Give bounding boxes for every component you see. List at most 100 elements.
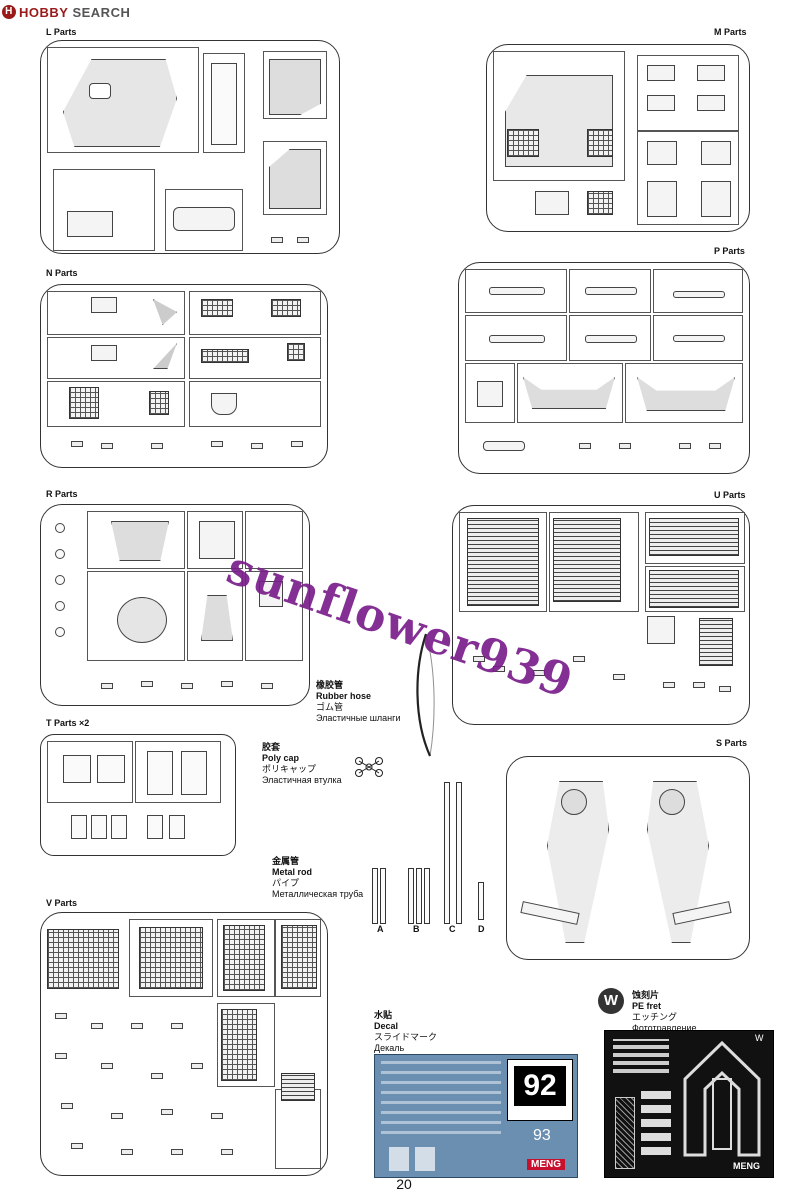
p-arm (673, 335, 725, 342)
rubber-hose-ja: ゴム管 (316, 702, 344, 712)
v-deck-grille (223, 925, 265, 991)
metal-rod-a (380, 868, 386, 924)
v-cell (275, 1089, 321, 1169)
rubber-hose-label: 橡胶管 Rubber hose ゴム管 Эластичные шланги (316, 680, 400, 724)
t-plate (111, 815, 127, 839)
p-box (477, 381, 503, 407)
v-small-part (121, 1149, 133, 1155)
u-small-part (473, 656, 485, 662)
u-grille (649, 518, 739, 556)
m-box (701, 181, 731, 217)
decal-markings (381, 1061, 501, 1141)
v-deck-grille (139, 927, 203, 989)
hobbysearch-logo: H HOBBY SEARCH (2, 4, 130, 20)
t-plate (181, 751, 207, 795)
l-small-part (271, 237, 283, 243)
m-grille (587, 191, 613, 215)
pe-strips (613, 1039, 669, 1073)
n-grille (69, 387, 99, 419)
m-bracket (647, 65, 675, 81)
t-plate (97, 755, 125, 783)
u-parts-title: U Parts (714, 490, 746, 500)
l-parts-sprue (40, 40, 340, 254)
rod-label-a: A (377, 924, 384, 934)
metal-rod-b (416, 868, 422, 924)
p-parts-sprue (458, 262, 750, 474)
pe-fret-ru: Фототравление (632, 1023, 697, 1033)
rubber-hose-ru: Эластичные шланги (316, 713, 401, 723)
r-bracket (259, 581, 283, 607)
metal-rod-ja: パイプ (272, 878, 300, 888)
v-mesh (281, 1073, 315, 1101)
u-small-part (533, 670, 545, 676)
metal-rod-c (444, 782, 450, 924)
rubber-hose-en: Rubber hose (316, 691, 372, 701)
metal-rod-b (424, 868, 430, 924)
v-small-part (55, 1013, 67, 1019)
decal-zh: 水贴 (374, 1010, 393, 1020)
pe-fret-label: 蚀刻片 PE fret エッチング Фототравление (632, 990, 696, 1034)
poly-cap-zh: 胶套 (262, 742, 281, 752)
s-wheel (561, 789, 587, 815)
decal-sheet: 92 93 MENG (374, 1054, 578, 1178)
logo-hobby-text: HOBBY (19, 4, 69, 20)
u-small-part (693, 682, 705, 688)
p-arm (585, 287, 637, 295)
m-grille (587, 129, 613, 157)
l-frame-part (211, 63, 237, 145)
decal-ja: スライドマーク (374, 1032, 438, 1042)
n-parts-title: N Parts (46, 268, 78, 278)
r-parts-title: R Parts (46, 489, 78, 499)
u-grille (553, 518, 621, 602)
pe-w-mark: W (755, 1033, 764, 1043)
r-small-part (55, 523, 65, 533)
m-parts-sprue (486, 44, 750, 232)
r-small-part (55, 549, 65, 559)
r-small-part (221, 681, 233, 687)
p-small-part (619, 443, 631, 449)
v-deck-grille (47, 929, 119, 989)
r-mount (199, 521, 235, 559)
rod-label-c: C (449, 924, 456, 934)
m-box (647, 181, 677, 217)
metal-rod-d (478, 882, 484, 920)
metal-rod-label: 金属管 Metal rod パイプ Металлическая труба (272, 856, 363, 900)
logo-search-text: SEARCH (72, 4, 131, 20)
r-small-part (101, 683, 113, 689)
n-cell (47, 337, 185, 379)
p-arm (489, 335, 545, 343)
u-grille (649, 570, 739, 608)
n-grille (149, 391, 169, 415)
r-small-part (55, 575, 65, 585)
poly-cap-ru: Эластичная втулка (262, 775, 342, 785)
decal-ru: Декаль (374, 1043, 405, 1053)
decal-number-small: 93 (533, 1127, 551, 1144)
r-small-part (55, 627, 65, 637)
p-parts-title: P Parts (714, 246, 745, 256)
p-cell (465, 315, 567, 361)
pe-fret-zh: 蚀刻片 (632, 990, 660, 1000)
page-number: 20 (396, 1176, 412, 1192)
u-small-part (663, 682, 675, 688)
r-mount (111, 521, 169, 561)
v-small-part (161, 1109, 173, 1115)
n-part (91, 345, 117, 361)
t-plate (169, 815, 185, 839)
v-small-part (221, 1149, 233, 1155)
pe-fret-sheet: W MENG (604, 1030, 774, 1178)
v-parts-title: V Parts (46, 898, 78, 908)
metal-rod-zh: 金属管 (272, 856, 300, 866)
l-hatch-opening (89, 83, 111, 99)
s-parts-sprue (506, 756, 750, 960)
t-plate (91, 815, 107, 839)
n-grille (271, 299, 301, 317)
l-cell (53, 169, 155, 251)
u-small-part (719, 686, 731, 692)
p-small-part (709, 443, 721, 449)
p-arm (673, 291, 725, 298)
n-grille (287, 343, 305, 361)
pe-tags (641, 1085, 671, 1155)
pe-fret-en: PE fret (632, 1001, 662, 1011)
v-deck-grille (221, 1009, 257, 1081)
t-plate (63, 755, 91, 783)
